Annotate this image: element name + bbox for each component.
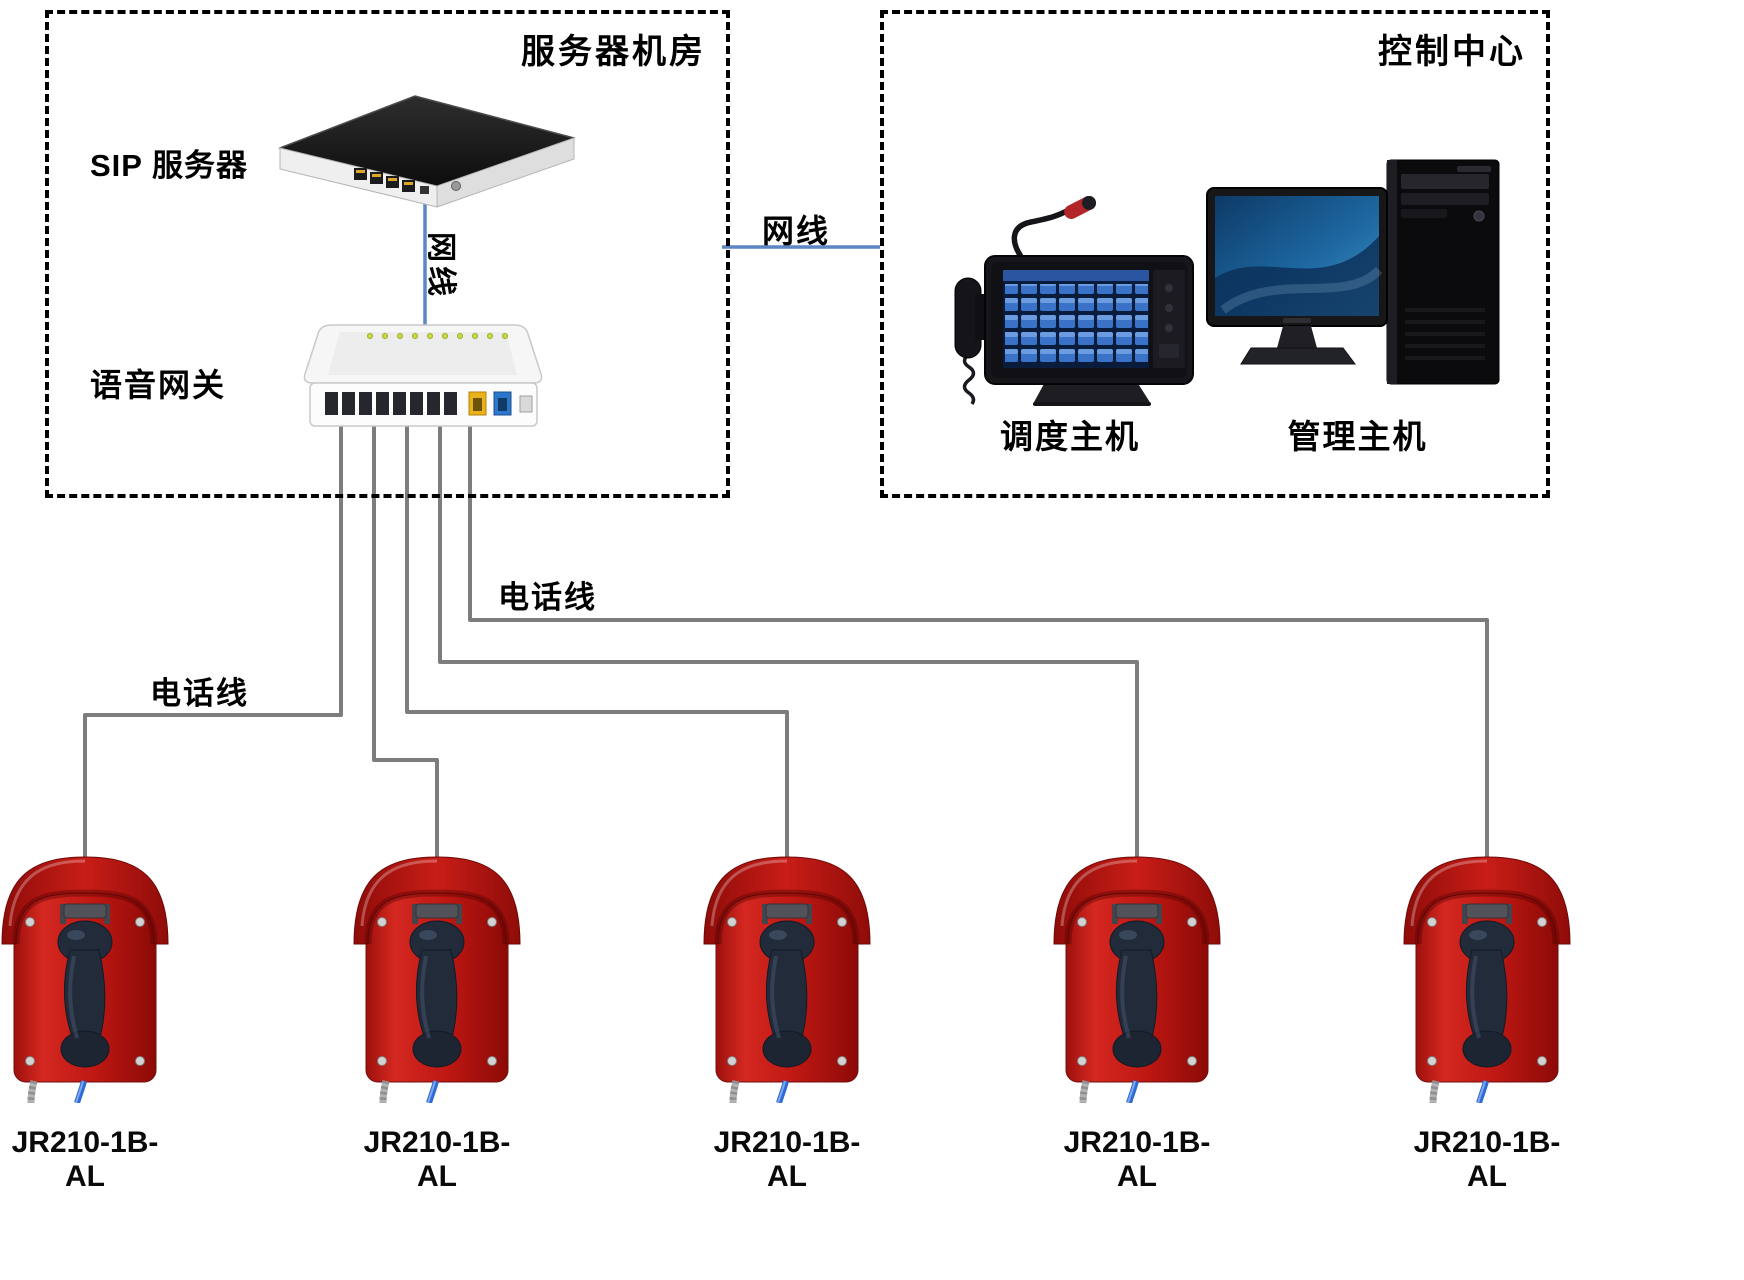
phone-model-label-1: JR210-1B-AL <box>11 1126 159 1193</box>
phone-model-label-3: JR210-1B-AL <box>713 1126 861 1193</box>
sip-server-icon <box>278 95 576 208</box>
voice-gateway-icon <box>303 324 543 427</box>
phone-model-label-2: JR210-1B-AL <box>363 1126 511 1193</box>
telephone-icon <box>1402 848 1572 1103</box>
management-computer-image <box>1205 158 1505 393</box>
dispatch-console-icon <box>954 196 1194 406</box>
phone-line-1 <box>83 420 343 862</box>
phone-model-label-4: JR210-1B-AL <box>1063 1126 1211 1193</box>
sip-server-image <box>262 86 592 216</box>
phone-line-4 <box>438 420 1139 862</box>
phone-line-3 <box>405 420 789 862</box>
telephone-5 <box>1402 848 1572 1103</box>
network-cable-vertical-label: 网线 <box>424 232 457 300</box>
management-computer-icon <box>1206 159 1500 385</box>
server-room-title: 服务器机房 <box>521 33 706 71</box>
control-center-box: 控制中心 <box>880 10 1550 498</box>
telephone-2 <box>352 848 522 1103</box>
telephone-1 <box>0 848 170 1103</box>
phone-line-5 <box>468 420 1489 862</box>
phone-line-label-left: 电话线 <box>150 676 249 711</box>
network-cable-label: 网线 <box>762 213 831 249</box>
phone-line-2 <box>372 420 439 862</box>
dispatch-console-image <box>945 196 1205 408</box>
phone-model-label-5: JR210-1B-AL <box>1413 1126 1561 1193</box>
telephone-3 <box>702 848 872 1103</box>
telephone-icon <box>0 848 170 1103</box>
telephone-4 <box>1052 848 1222 1103</box>
management-host-label: 管理主机 <box>1287 418 1428 455</box>
dispatch-host-label: 调度主机 <box>1000 418 1140 455</box>
server-room-box: 服务器机房 <box>45 10 730 498</box>
control-center-title: 控制中心 <box>1378 33 1526 71</box>
telephone-icon <box>352 848 522 1103</box>
telephone-icon <box>702 848 872 1103</box>
voice-gateway-image <box>298 315 548 435</box>
voice-gateway-label: 语音网关 <box>90 367 227 403</box>
telephone-icon <box>1052 848 1222 1103</box>
sip-server-label: SIP 服务器 <box>90 148 249 183</box>
phone-line-label-top: 电话线 <box>498 580 597 615</box>
